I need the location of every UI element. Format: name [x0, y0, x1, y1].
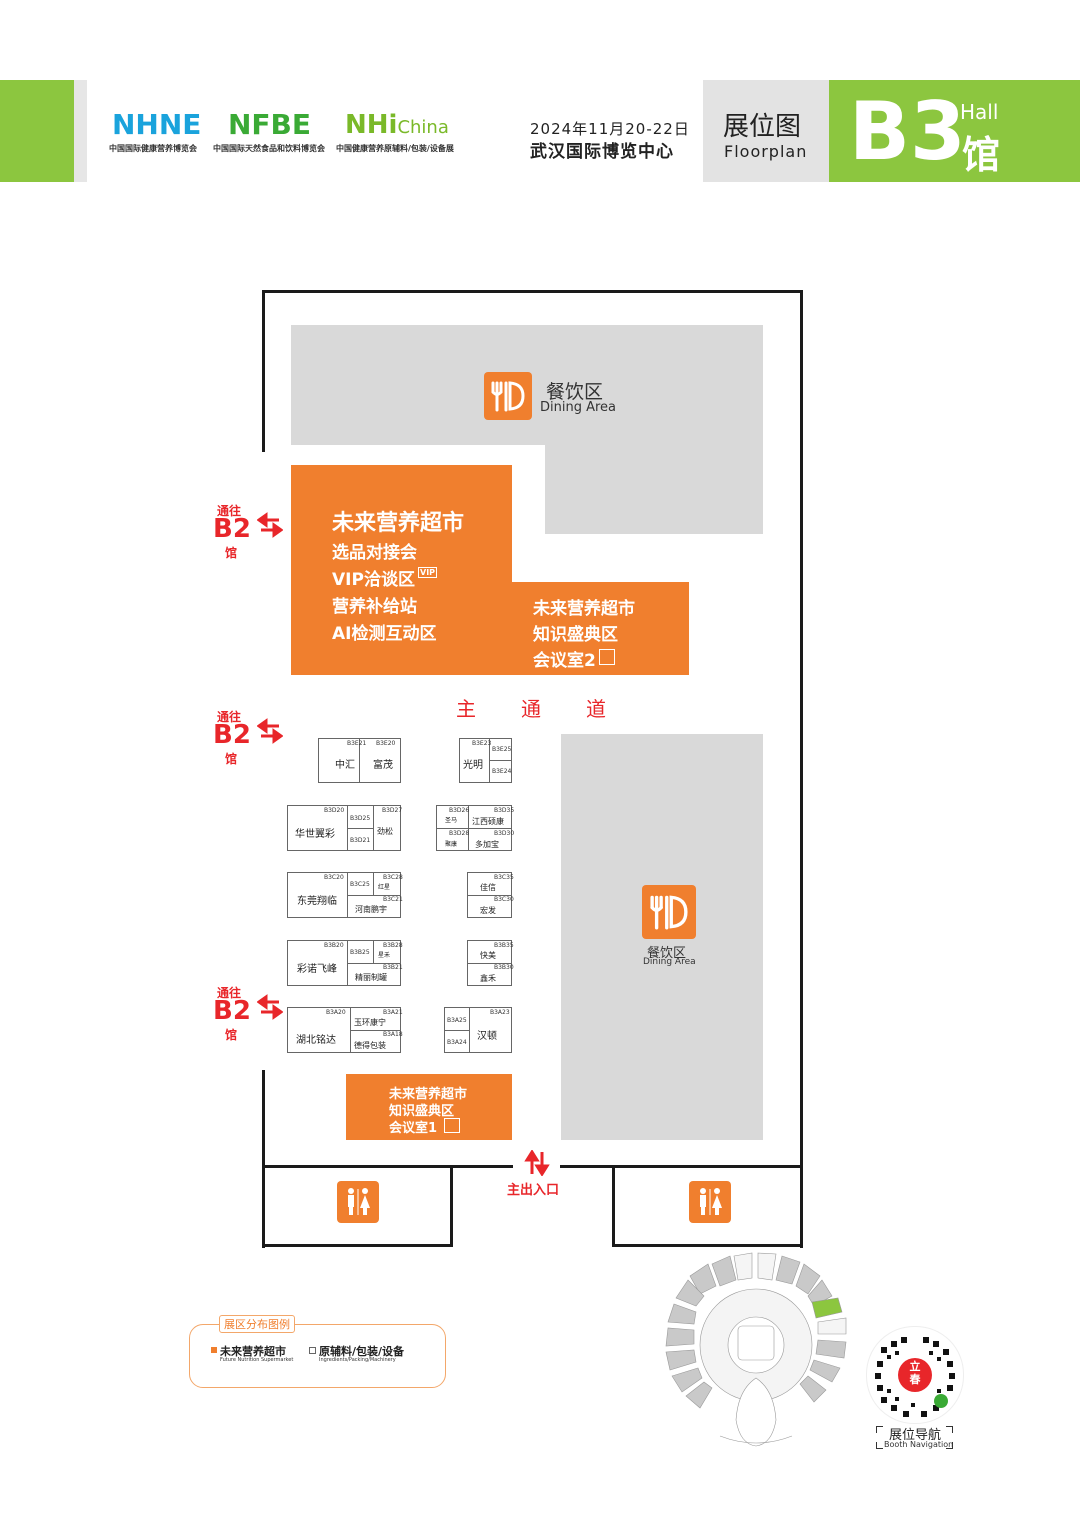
- restroom-icon: [337, 1181, 379, 1223]
- logo-nfbe-sub: 中国国际天然食品和饮料博览会: [213, 144, 325, 153]
- legend-item-1-cn: 未来营养超市: [220, 1345, 286, 1358]
- logo-nhne-sub: 中国国际健康营养博览会: [109, 144, 197, 153]
- supermarket-right-3: 会议室2: [533, 651, 596, 671]
- legend-swatch-white: [309, 1347, 316, 1354]
- legend-swatch-orange: [211, 1347, 217, 1353]
- wall-restroom-left-bottom: [262, 1244, 453, 1247]
- exit-arrow-icon: [524, 1150, 550, 1176]
- vip-badge: VIP: [418, 567, 438, 578]
- booth-group-c-left[interactable]: B3C20 东莞翔临 B3C25 B3C28 红星 B3C21 河南鹏宇: [287, 872, 403, 918]
- wall-right: [800, 290, 803, 1248]
- supermarket-small-1: 未来营养超市: [389, 1087, 468, 1102]
- floorplan-cn: 展位图: [723, 112, 802, 142]
- to-b2-sign-1: 通往 B2 馆: [212, 502, 287, 564]
- event-venue: 武汉国际博览中心: [530, 142, 674, 162]
- header-green-strip: [0, 80, 74, 182]
- dining-top-cn: 餐饮区: [546, 381, 604, 403]
- logo-nhi-sub: 中国健康营养原辅料/包装/设备展: [336, 144, 454, 153]
- wall-restroom-right-side: [612, 1165, 615, 1247]
- legend-title: 展区分布图例: [219, 1315, 295, 1333]
- logo-nhne: NHNE: [112, 108, 202, 141]
- qr-bracket-tl: [876, 1426, 883, 1433]
- booth-group-e-right[interactable]: B3E23 光明 B3E25 B3E24: [459, 738, 512, 783]
- dining-icon: [484, 372, 532, 420]
- booth-group-c-right[interactable]: B3C35 佳信 B3C30 宏发: [467, 872, 514, 918]
- hall-cn: 馆: [962, 133, 1001, 177]
- legend-item-2-cn: 原辅料/包装/设备: [319, 1345, 405, 1358]
- legend-box: [189, 1324, 446, 1388]
- to-b2-sign-2: 通往 B2 馆: [212, 708, 287, 770]
- hall-en: Hall: [960, 100, 999, 124]
- qr-bracket-tr: [946, 1426, 953, 1433]
- booth-group-d-right[interactable]: B3D26 圣马 B3D35 江西硕康 B3D28 聚康 B3D30 多加宝: [436, 805, 514, 851]
- booth-group-b-right[interactable]: B3B35 快美 B3B30 鑫禾: [467, 940, 514, 986]
- wall-left-upper: [262, 290, 265, 452]
- aisle-char-3: 道: [586, 697, 606, 721]
- floorplan-en: Floorplan: [724, 142, 808, 161]
- booth-group-a-left[interactable]: B3A20 湖北铭达 B3A21 玉环康宁 B3A18 德得包装: [287, 1007, 403, 1053]
- double-arrow-icon: [257, 994, 283, 1020]
- double-arrow-icon: [257, 512, 283, 538]
- wall-bottom-right: [560, 1165, 803, 1168]
- aisle-char-2: 通: [521, 697, 541, 721]
- main-exit-label: 主出入口: [507, 1183, 560, 1198]
- qr-label-en: Booth Navigation: [884, 1440, 954, 1449]
- supermarket-item-4: AI检测互动区: [332, 624, 437, 644]
- to-b2-sign-3: 通往 B2 馆: [212, 984, 287, 1046]
- booth-group-d-left[interactable]: B3D20 华世翼彩 B3D25 B3D21 B3D27 劲松: [287, 805, 402, 851]
- meeting-icon: [599, 649, 615, 665]
- legend-item-2-en: Ingredients/Packing/Machinery: [319, 1357, 396, 1363]
- wall-left-lower: [262, 1070, 265, 1248]
- wall-top: [262, 290, 803, 293]
- supermarket-item-1: 选品对接会: [332, 543, 417, 563]
- double-arrow-icon: [257, 718, 283, 744]
- dining-top-en: Dining Area: [540, 400, 617, 415]
- booth-group-e-left[interactable]: B3E21 中汇 B3E20 富茂: [318, 738, 401, 783]
- supermarket-small-3: 会议室1: [389, 1121, 438, 1136]
- venue-overview-map: [665, 1252, 847, 1447]
- qr-bracket-bl: [876, 1442, 883, 1449]
- supermarket-right-2: 知识盛典区: [533, 625, 618, 645]
- dining-icon: [642, 885, 696, 939]
- supermarket-area-extension: [512, 582, 689, 675]
- legend-item-1-en: Future Nutrition Supermarket: [220, 1357, 294, 1363]
- dining-right-cn: 餐饮区: [647, 946, 687, 961]
- aisle-char-1: 主: [456, 697, 476, 721]
- dining-area-top-extension: [545, 445, 763, 534]
- supermarket-right-1: 未来营养超市: [533, 599, 635, 619]
- hall-title-box: B3 Hall 馆: [829, 80, 1080, 182]
- supermarket-area: [291, 465, 512, 675]
- hall-code: B3: [849, 85, 966, 178]
- logo-nfbe: NFBE: [228, 108, 312, 141]
- booth-group-a-right[interactable]: B3A25 B3A24 B3A23 汉顿: [444, 1007, 512, 1053]
- wall-restroom-right-bottom: [612, 1244, 803, 1247]
- qr-code[interactable]: 立春: [866, 1326, 964, 1424]
- supermarket-item-2: VIP洽谈区: [332, 570, 415, 590]
- floorplan-title-box: 展位图 Floorplan: [703, 80, 829, 182]
- wall-bottom-left: [262, 1165, 513, 1168]
- header-gray-strip: [74, 80, 87, 182]
- logo-nhi: NHiChina: [345, 110, 449, 140]
- dining-right-en: Dining Area: [643, 957, 696, 967]
- supermarket-small-area: [346, 1074, 512, 1140]
- qr-badge: 立春: [909, 1360, 921, 1386]
- booth-group-b-left[interactable]: B3B20 彩诺飞峰 B3B25 B3B28 星禾 B3B21 精丽制罐: [287, 940, 403, 986]
- meeting-icon: [444, 1118, 460, 1133]
- supermarket-item-3: 营养补给站: [332, 597, 417, 617]
- restroom-icon: [689, 1181, 731, 1223]
- wall-restroom-left-side: [450, 1165, 453, 1247]
- qr-label-cn: 展位导航: [889, 1428, 942, 1443]
- qr-bracket-br: [946, 1442, 953, 1449]
- event-date: 2024年11月20-22日: [530, 120, 690, 138]
- supermarket-small-2: 知识盛典区: [389, 1104, 455, 1119]
- supermarket-title: 未来营养超市: [332, 511, 465, 536]
